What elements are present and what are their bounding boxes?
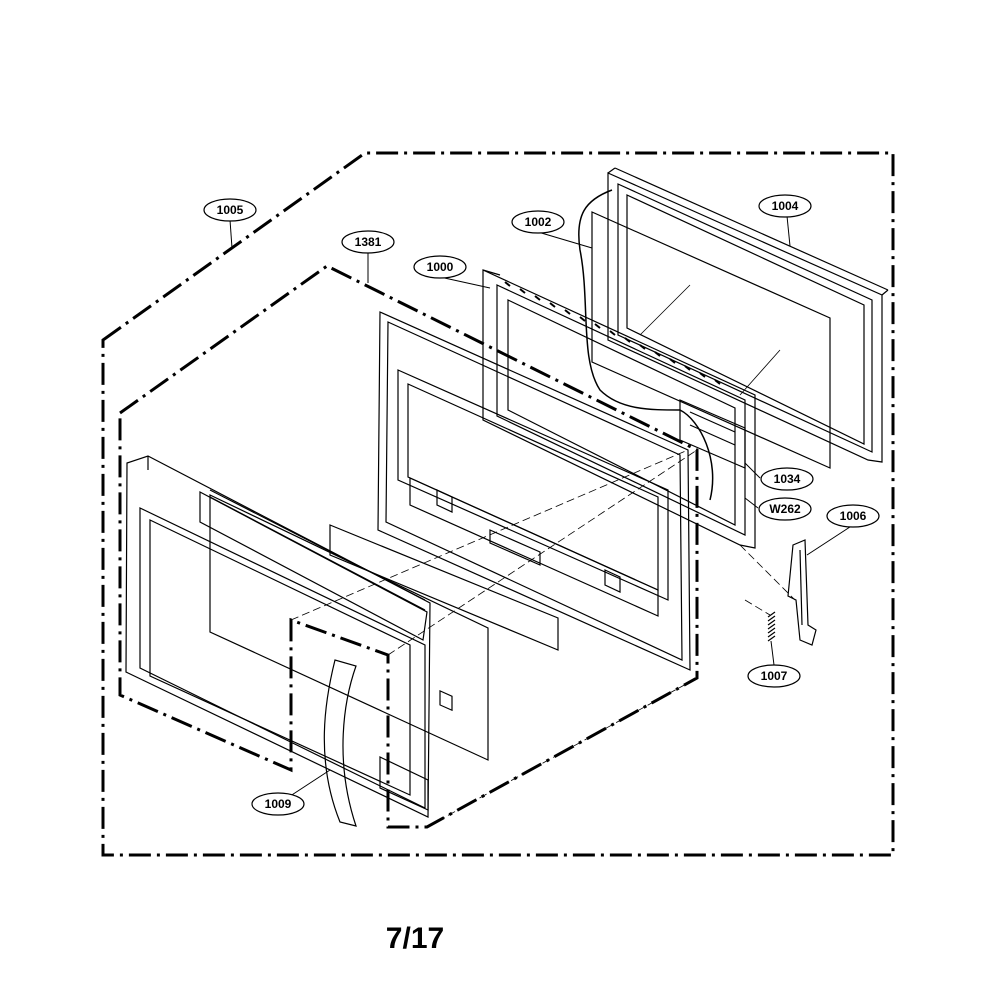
glass-panel-1002 [591,211,831,469]
callout-1006: 1006 [826,504,880,528]
leader-lines [229,215,854,805]
callout-1002: 1002 [511,210,565,234]
inner-door-frame-1000 [482,269,756,549]
callout-w262: W262 [758,497,812,521]
door-frame-1004 [607,167,889,463]
page-number: 7/17 [385,922,445,955]
door-panel-1381 [377,311,691,712]
callout-1000: 1000 [413,255,467,279]
svg-text:1005: 1005 [217,203,244,217]
svg-text:1034: 1034 [774,472,801,486]
svg-text:1007: 1007 [761,669,788,683]
callout-1004: 1004 [758,194,812,218]
wire-harness-w262 [578,189,714,501]
panel-squares [436,489,621,593]
callout-1007: 1007 [747,664,801,688]
callout-1009: 1009 [251,792,305,816]
assembly-boundary-1005 [101,151,895,857]
assembly-boundary-1381 [118,264,699,829]
handle-1009 [323,659,357,827]
svg-text:1000: 1000 [427,260,454,274]
spring-1007 [767,611,776,642]
svg-text:1381: 1381 [355,235,382,249]
svg-text:1006: 1006 [840,509,867,523]
alignment-lines [290,449,796,828]
window-screen [209,494,559,761]
callout-1381: 1381 [341,230,395,254]
door-handle-bars [199,491,429,811]
svg-text:W262: W262 [769,502,801,516]
callout-1005: 1005 [203,198,257,222]
svg-text:1004: 1004 [772,199,799,213]
svg-text:1002: 1002 [525,215,552,229]
choke-teeth [504,281,721,385]
callout-1034: 1034 [760,467,814,491]
bracket-1034 [679,399,746,469]
latch-1006 [787,539,817,646]
svg-text:1009: 1009 [265,797,292,811]
